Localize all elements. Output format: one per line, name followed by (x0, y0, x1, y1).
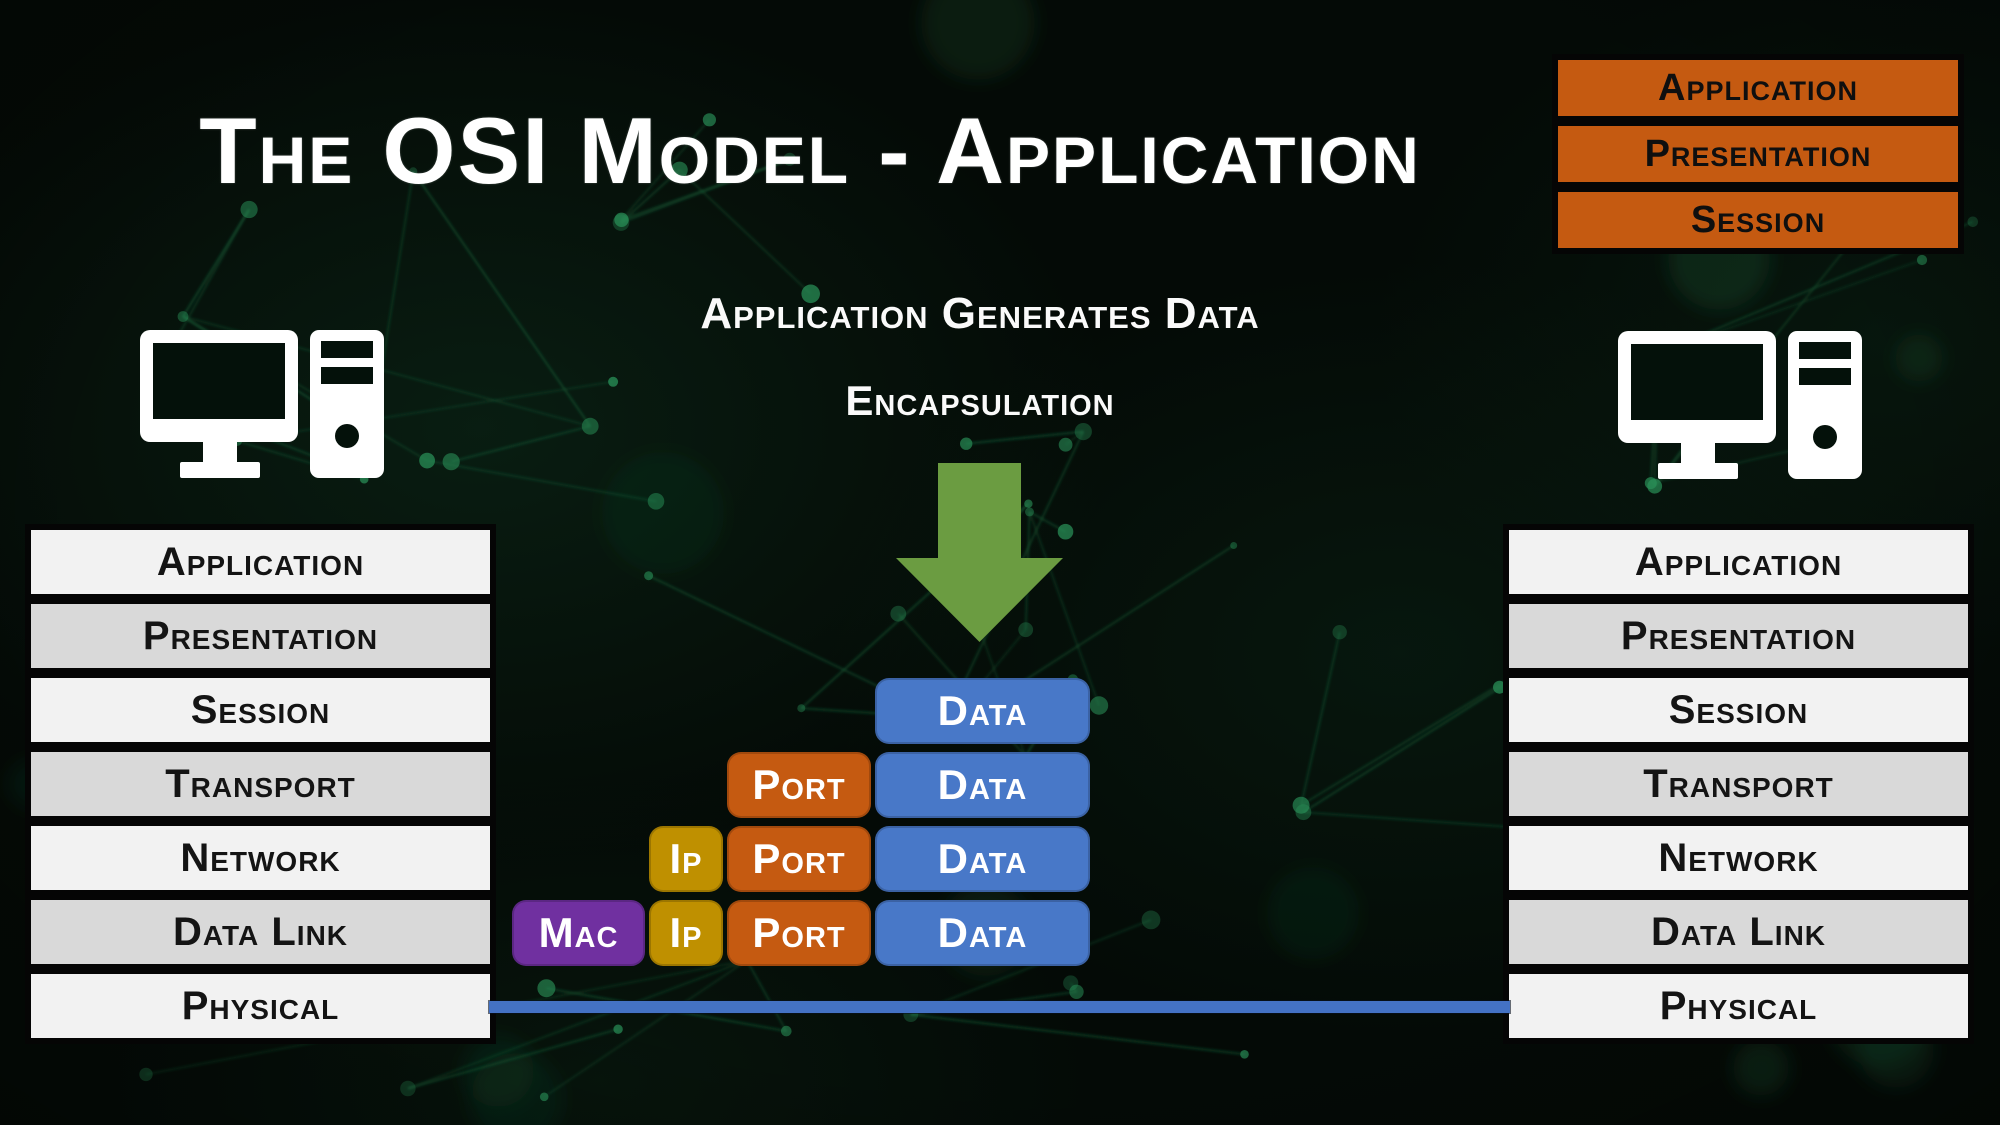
encap-row: Data (512, 678, 1090, 744)
osi-layer-row: Application (31, 530, 490, 594)
caption-encapsulation: Encapsulation (845, 377, 1115, 424)
physical-link-line (489, 1001, 1510, 1013)
upper-layer-row-presentation: Presentation (1558, 126, 1958, 182)
encapsulation-stack: Data Port Data Ip Port Data Mac Ip Port … (512, 678, 1090, 974)
encap-row: Ip Port Data (512, 826, 1090, 892)
encap-cell-ip: Ip (649, 826, 723, 892)
encap-cell-port: Port (727, 752, 871, 818)
upper-layer-row-application: Application (1558, 60, 1958, 116)
osi-layer-row: Application (1509, 530, 1968, 594)
encap-cell-ip: Ip (649, 900, 723, 966)
osi-stack-right: Application Presentation Session Transpo… (1503, 524, 1974, 1044)
osi-layer-row: Data Link (31, 900, 490, 964)
osi-layer-row: Transport (31, 752, 490, 816)
computer-icon-right (1618, 331, 1862, 479)
osi-layer-row: Presentation (1509, 604, 1968, 668)
osi-layer-row: Physical (1509, 974, 1968, 1038)
encap-cell-port: Port (727, 826, 871, 892)
encap-row: Port Data (512, 752, 1090, 818)
computer-icon-left (140, 330, 384, 478)
osi-layer-row: Presentation (31, 604, 490, 668)
encap-cell-data: Data (875, 900, 1090, 966)
osi-layer-row: Transport (1509, 752, 1968, 816)
encap-cell-port: Port (727, 900, 871, 966)
osi-layer-row: Session (31, 678, 490, 742)
osi-stack-left: Application Presentation Session Transpo… (25, 524, 496, 1044)
down-arrow-icon (896, 463, 1063, 642)
osi-layer-row: Network (1509, 826, 1968, 890)
slide-title: The OSI Model - Application (199, 98, 1421, 203)
osi-layer-row: Session (1509, 678, 1968, 742)
osi-layer-row: Physical (31, 974, 490, 1038)
upper-layers-panel: Application Presentation Session (1552, 54, 1964, 254)
encap-cell-mac: Mac (512, 900, 645, 966)
osi-layer-row: Data Link (1509, 900, 1968, 964)
encap-cell-data: Data (875, 752, 1090, 818)
osi-layer-row: Network (31, 826, 490, 890)
caption-application-generates-data: Application Generates Data (700, 289, 1260, 338)
encap-cell-data: Data (875, 678, 1090, 744)
encap-cell-data: Data (875, 826, 1090, 892)
upper-layer-row-session: Session (1558, 192, 1958, 248)
encap-row: Mac Ip Port Data (512, 900, 1090, 966)
